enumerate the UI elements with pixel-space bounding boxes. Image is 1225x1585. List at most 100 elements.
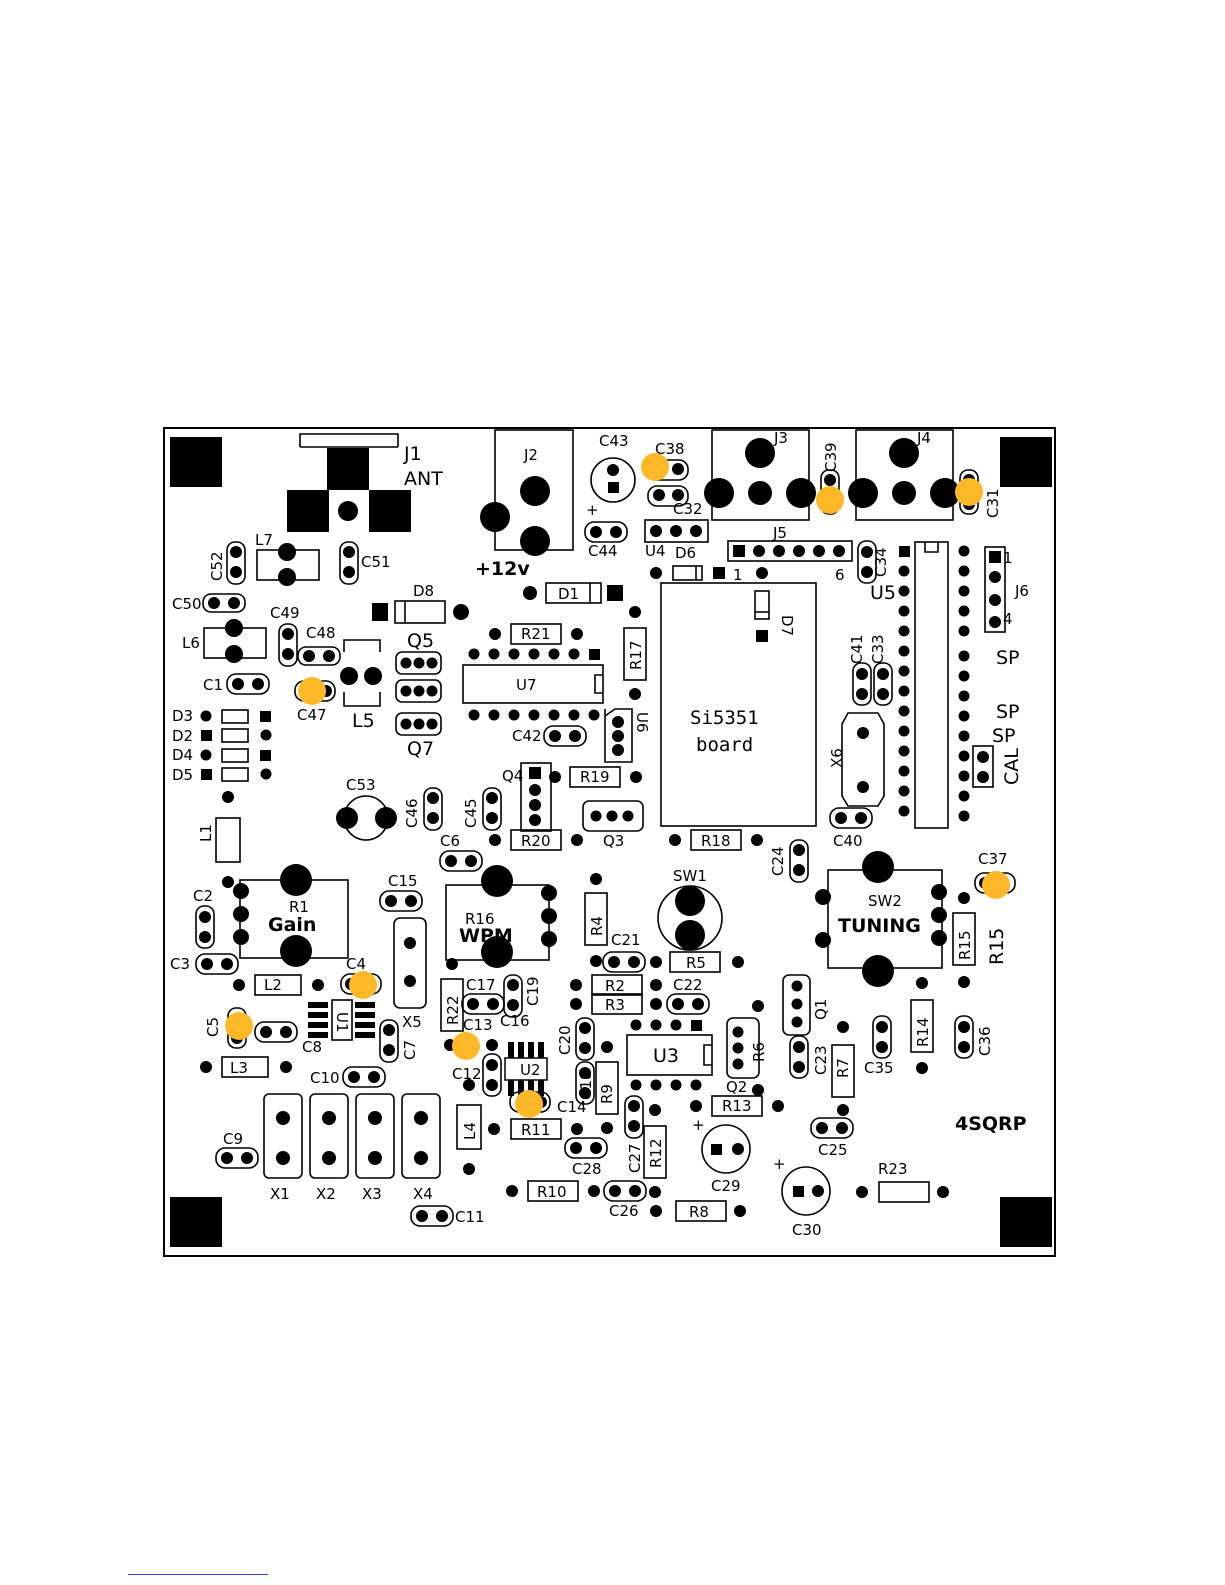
label-l3: L3: [230, 1059, 248, 1077]
label-u1: U1: [333, 1012, 351, 1033]
label-c37: C37: [978, 850, 1008, 868]
label-c2: C2: [193, 887, 213, 905]
label-d3: D3: [172, 707, 193, 725]
label-c18: C18: [577, 1070, 595, 1100]
label-plus-c29: +: [692, 1116, 705, 1134]
label-sw2: SW2: [868, 892, 902, 910]
label-q2: Q2: [726, 1078, 747, 1096]
label-r16: R16: [465, 910, 495, 928]
label-r11: R11: [521, 1121, 551, 1139]
label-d5: D5: [172, 766, 193, 784]
label-l5: L5: [352, 710, 375, 732]
label-c22: C22: [673, 976, 703, 994]
label-c43: C43: [599, 432, 629, 450]
label-u3: U3: [653, 1045, 679, 1067]
label-c42: C42: [512, 727, 542, 745]
label-d6: D6: [675, 544, 696, 562]
label-r13: R13: [722, 1097, 752, 1115]
label-plus-c30: +: [773, 1155, 786, 1173]
label-wpm: WPM: [459, 925, 513, 947]
label-sp-1: SP: [996, 647, 1020, 669]
label-r22: R22: [444, 995, 462, 1025]
label-r20: R20: [521, 832, 551, 850]
label-c53: C53: [346, 776, 376, 794]
label-r7: R7: [834, 1058, 852, 1078]
label-d8: D8: [413, 582, 434, 600]
label-q4: Q4: [502, 767, 523, 785]
label-r9: R9: [598, 1084, 616, 1104]
label-r18: R18: [701, 832, 731, 850]
marker-c39: [816, 486, 844, 514]
label-c17: C17: [466, 976, 496, 994]
label-c12: C12: [452, 1065, 482, 1083]
label-c35: C35: [864, 1059, 894, 1077]
label-r6: R6: [750, 1042, 768, 1062]
mounting-pad-bottom-right: [1000, 1197, 1052, 1247]
label-r2: R2: [605, 977, 625, 995]
label-j6: J6: [1014, 582, 1029, 600]
label-x4: X4: [413, 1185, 433, 1203]
label-c11: C11: [455, 1208, 485, 1226]
label-tuning: TUNING: [838, 915, 921, 937]
label-c32: C32: [673, 500, 703, 518]
label-c25: C25: [818, 1141, 848, 1159]
label-sw1: SW1: [673, 867, 707, 885]
label-c31: C31: [984, 488, 1002, 518]
marker-c4: [349, 971, 377, 999]
label-c20: C20: [556, 1025, 574, 1055]
label-l4: L4: [461, 1122, 479, 1140]
label-l1: L1: [197, 824, 215, 842]
label-r23: R23: [878, 1160, 908, 1178]
label-sp-3: SP: [992, 725, 1016, 747]
label-12v: +12v: [475, 558, 530, 580]
label-c45: C45: [462, 798, 480, 828]
label-r4: R4: [588, 916, 606, 936]
label-c50: C50: [172, 595, 202, 613]
label-c52: C52: [208, 551, 226, 581]
label-d7: D7: [778, 615, 796, 636]
mounting-pad-top-right: [1000, 437, 1052, 487]
label-r12: R12: [647, 1138, 665, 1168]
label-r15-inner: R15: [956, 930, 974, 960]
label-d2: D2: [172, 727, 193, 745]
label-c6: C6: [440, 832, 460, 850]
label-r5: R5: [686, 954, 706, 972]
label-j5-pin6: 6: [835, 566, 845, 584]
label-c9: C9: [223, 1130, 243, 1148]
label-plus-c44: +: [586, 501, 599, 519]
label-c21: C21: [611, 931, 641, 949]
label-l2: L2: [264, 976, 282, 994]
label-c29: C29: [711, 1177, 741, 1195]
label-x2: X2: [316, 1185, 336, 1203]
label-r10: R10: [537, 1183, 567, 1201]
footer-link-underline[interactable]: [128, 1574, 268, 1575]
label-gain: Gain: [268, 914, 316, 936]
label-c49: C49: [270, 604, 300, 622]
label-c51: C51: [361, 553, 391, 571]
label-si5351-board: board: [696, 734, 753, 756]
label-c10: C10: [310, 1069, 340, 1087]
label-u5: U5: [870, 582, 896, 604]
label-q5: Q5: [407, 630, 434, 652]
label-r14: R14: [914, 1017, 932, 1047]
label-cal: CAL: [1001, 748, 1023, 785]
label-sp-2: SP: [996, 701, 1020, 723]
mounting-pad-bottom-left: [170, 1197, 222, 1247]
label-c47: C47: [297, 706, 327, 724]
label-4sqrp: 4SQRP: [955, 1113, 1027, 1135]
label-j6-pin1: 1: [1003, 549, 1013, 567]
marker-c31: [955, 478, 983, 506]
label-u4: U4: [645, 542, 666, 560]
silk-outlines: [195, 429, 1016, 1227]
label-c44: C44: [588, 542, 618, 560]
label-c3: C3: [170, 955, 190, 973]
label-x6: X6: [828, 748, 846, 768]
label-u7: U7: [516, 676, 537, 694]
label-c39: C39: [822, 442, 840, 472]
component-labels: J1 ANT J2 +12v C43 C38 C32 + C44 U4 D6 J…: [170, 429, 1029, 1239]
label-c26: C26: [609, 1202, 639, 1220]
label-c8: C8: [302, 1038, 322, 1056]
highlight-markers: [225, 453, 1010, 1118]
label-u2: U2: [520, 1061, 541, 1079]
label-j5: J5: [772, 524, 787, 542]
